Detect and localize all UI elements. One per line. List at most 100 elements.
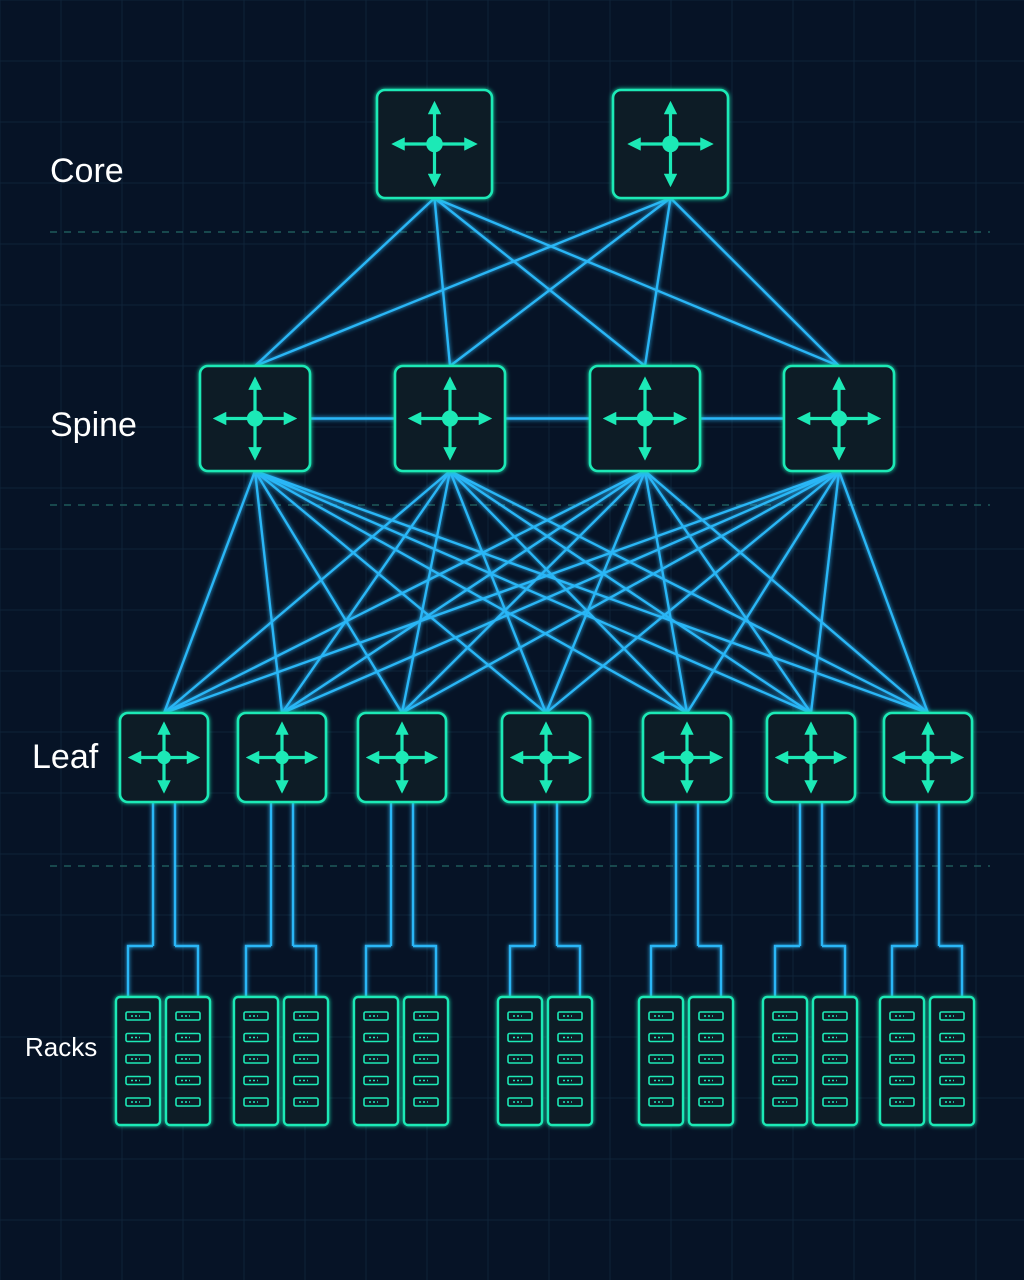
server-unit: [772, 1054, 798, 1064]
server-unit: [772, 1097, 798, 1107]
core-spine-link: [449, 197, 672, 367]
spine-leaf-link: [163, 469, 646, 715]
rack-cable: [175, 944, 200, 996]
tier-label-core: Core: [50, 152, 124, 190]
core-spine-link: [434, 196, 840, 368]
server-rack-icon: [282, 995, 330, 1127]
server-rack-icon: [637, 995, 685, 1127]
server-unit: [243, 1032, 269, 1043]
rack-4a: [496, 995, 544, 1127]
spine-leaf-link: [281, 469, 840, 715]
server-unit: [889, 1075, 915, 1086]
spine-switch-3: [588, 364, 702, 473]
server-unit: [175, 1097, 201, 1107]
server-unit: [698, 1054, 724, 1064]
spine-switch-1: [198, 364, 312, 473]
router-arrows-icon: [796, 376, 882, 461]
server-unit: [939, 1011, 965, 1021]
rack-5b: [687, 995, 735, 1127]
router-arrows-icon: [774, 721, 848, 794]
server-unit: [125, 1075, 151, 1086]
server-unit: [772, 1011, 798, 1021]
server-unit: [939, 1054, 965, 1064]
server-unit: [939, 1097, 965, 1107]
spine-leaf-link: [254, 469, 688, 715]
router-arrows-icon: [245, 721, 319, 794]
rack-cable: [822, 944, 847, 996]
server-rack-icon: [878, 995, 926, 1127]
router-arrows-icon: [891, 721, 965, 794]
server-unit: [557, 1032, 583, 1043]
server-unit: [363, 1054, 389, 1064]
spine-leaf-link: [163, 470, 451, 714]
hub-dot-icon: [830, 410, 848, 427]
server-unit: [889, 1097, 915, 1107]
core-spine-link: [254, 197, 436, 367]
server-rack-icon: [687, 995, 735, 1127]
hub-dot-icon: [680, 750, 694, 765]
server-unit: [889, 1054, 915, 1064]
server-unit: [507, 1032, 533, 1043]
server-unit: [413, 1032, 439, 1043]
server-rack-icon: [546, 995, 594, 1127]
server-unit: [698, 1032, 724, 1043]
tier-dividers: [50, 231, 990, 867]
rack-7b: [928, 995, 976, 1127]
server-unit: [648, 1097, 674, 1107]
spine-leaf-link: [254, 469, 812, 715]
hub-dot-icon: [804, 750, 818, 765]
spine-leaf-link: [643, 470, 689, 714]
spine-leaf-link: [254, 470, 547, 714]
core-spine-link: [643, 197, 672, 367]
server-unit: [939, 1075, 965, 1086]
server-rack-icon: [164, 995, 212, 1127]
server-rack-icon: [352, 995, 400, 1127]
server-unit: [648, 1032, 674, 1043]
core-spine-link: [433, 197, 646, 367]
hub-dot-icon: [275, 750, 289, 765]
leaf-switch-6: [765, 711, 857, 804]
rack-3a: [352, 995, 400, 1127]
server-unit: [698, 1075, 724, 1086]
spine-leaf-link: [685, 470, 841, 714]
tier-label-spine: Spine: [50, 406, 137, 444]
hub-dot-icon: [395, 750, 409, 765]
rack-cable: [126, 944, 153, 996]
rack-4b: [546, 995, 594, 1127]
spine-leaf-link: [449, 469, 929, 715]
rack-2a: [232, 995, 280, 1127]
leaf-switch-5: [641, 711, 733, 804]
server-unit: [698, 1011, 724, 1021]
server-unit: [413, 1011, 439, 1021]
server-unit: [293, 1054, 319, 1064]
spine-switch-4: [782, 364, 896, 473]
server-unit: [243, 1075, 269, 1086]
server-unit: [125, 1011, 151, 1021]
server-unit: [507, 1054, 533, 1064]
rack-cable: [939, 944, 964, 996]
rack-3b: [402, 995, 450, 1127]
rack-cable: [508, 944, 535, 996]
spine-leaf-link: [644, 470, 812, 714]
spine-leaf-link: [449, 470, 812, 714]
server-unit: [363, 1097, 389, 1107]
server-unit: [822, 1032, 848, 1043]
server-unit: [363, 1075, 389, 1086]
spine-leaf-link: [163, 469, 840, 715]
spine-leaf-link: [401, 470, 646, 714]
server-unit: [125, 1097, 151, 1107]
rack-cable: [413, 944, 438, 996]
server-unit: [557, 1054, 583, 1064]
rack-cable: [890, 944, 917, 996]
rack-6a: [761, 995, 809, 1127]
hub-dot-icon: [441, 410, 459, 427]
server-unit: [889, 1011, 915, 1021]
server-unit: [363, 1032, 389, 1043]
leaf-switch-7: [882, 711, 974, 804]
spine-leaf-link: [401, 469, 840, 715]
spine-leaf-link: [809, 470, 841, 714]
spine-leaf-link: [281, 470, 646, 714]
server-unit: [648, 1075, 674, 1086]
rack-1b: [164, 995, 212, 1127]
